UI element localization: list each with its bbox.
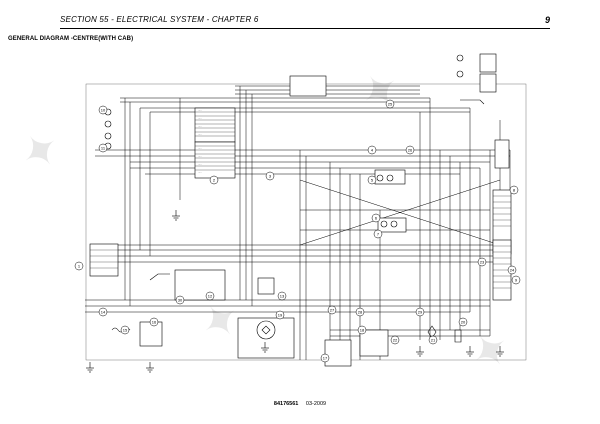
- page-number: 9: [544, 15, 550, 25]
- section-title: SECTION 55 - ELECTRICAL SYSTEM - CHAPTER…: [60, 15, 259, 24]
- callout-number: 26: [408, 148, 413, 153]
- callout-number: 1: [78, 264, 81, 269]
- callout-number: 5: [371, 178, 374, 183]
- callout-number: 18: [360, 328, 365, 333]
- svg-text:.....: .....: [198, 155, 202, 158]
- callout-number: 16: [152, 320, 157, 325]
- callout-number: 29: [418, 310, 423, 315]
- callout-numbers: 1 2 3 4 5 6 7 8 9 10 11 12 13 14 15 16 1…: [78, 102, 518, 361]
- callout-number: 13: [280, 294, 285, 299]
- callout-number: 19: [278, 313, 283, 318]
- callout-number: 12: [208, 294, 213, 299]
- callout-number: 8: [513, 188, 516, 193]
- callout-number: 15: [123, 328, 128, 333]
- callout-number: 25: [388, 102, 393, 107]
- svg-text:.....: .....: [198, 147, 202, 150]
- callout-number: 22: [393, 338, 398, 343]
- callout-number: 9: [515, 278, 518, 283]
- callout-number: 28: [358, 310, 363, 315]
- callout-number: 20: [461, 320, 466, 325]
- svg-text:.....: .....: [198, 117, 202, 120]
- svg-text:.....: .....: [198, 133, 202, 136]
- callout-number: 3: [269, 174, 272, 179]
- document-date: 03-2009: [305, 401, 327, 407]
- svg-text:.....: .....: [198, 109, 202, 112]
- callout-number: 4: [371, 148, 374, 153]
- svg-text:.....: .....: [198, 171, 202, 174]
- callout-number: 27: [330, 308, 335, 313]
- callout-number: 6: [375, 216, 378, 221]
- document-code: 84176561: [273, 401, 299, 407]
- callout-circles: [74, 99, 521, 363]
- svg-text:.....: .....: [198, 163, 202, 166]
- wire-tags: .......... .......... .......... .......…: [198, 109, 202, 174]
- callout-number: 14: [101, 310, 106, 315]
- callout-number: 23: [480, 260, 485, 265]
- connector-pins: [90, 111, 511, 289]
- svg-text:.....: .....: [198, 125, 202, 128]
- callout-number: 7: [377, 232, 380, 237]
- callout-number: 11: [101, 146, 106, 151]
- callout-number: 21: [431, 338, 436, 343]
- diagram-title: GENERAL DIAGRAM -CENTRE(WITH CAB): [8, 36, 134, 42]
- callout-number: 30: [178, 298, 183, 303]
- callout-number: 24: [510, 268, 515, 273]
- callout-number: 17: [323, 356, 328, 361]
- callout-number: 2: [213, 178, 216, 183]
- page-footer: 84176561 03-2009: [0, 401, 600, 407]
- callout-number: 10: [101, 108, 106, 113]
- page-header: SECTION 55 - ELECTRICAL SYSTEM - CHAPTER…: [60, 14, 550, 29]
- ground-symbols: [86, 210, 504, 373]
